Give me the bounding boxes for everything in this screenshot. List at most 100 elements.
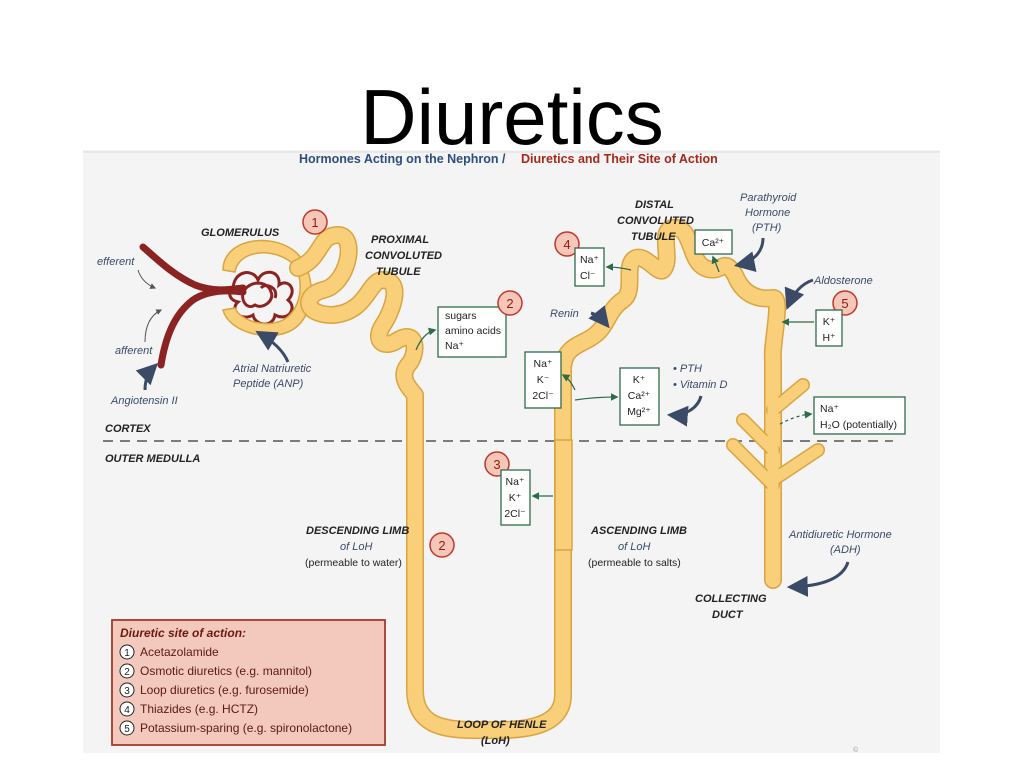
legend-number-circle: [119, 644, 135, 660]
svg-text:2Cl⁻: 2Cl⁻: [504, 508, 526, 520]
legend-text: Loop diuretics (e.g. furosemide): [140, 683, 309, 697]
legend-number-circle: [119, 663, 135, 679]
cd-water-box: [813, 396, 906, 435]
svg-text:Ca²⁺: Ca²⁺: [702, 237, 725, 249]
svg-text:Mg²⁺: Mg²⁺: [627, 406, 651, 418]
descending-limb-label-line2: of LoH: [340, 541, 372, 553]
dct-calcium-box: [619, 367, 660, 426]
ascending-limb-label-line2: of LoH: [618, 541, 650, 553]
adh-label-line2: (ADH): [830, 544, 861, 556]
svg-text:Na⁺: Na⁺: [580, 254, 599, 266]
pth-label-line3: (PTH): [752, 222, 782, 234]
loop-of-henle-label-line1: LOOP OF HENLE: [457, 719, 547, 731]
collecting-duct-label-line2: DUCT: [712, 609, 744, 621]
ascending-limb-label-line1: ASCENDING LIMB: [590, 525, 687, 537]
figure-header-hormones: Hormones Acting on the Nephron /: [299, 152, 506, 166]
glomerulus-label: GLOMERULUS: [201, 227, 280, 239]
descending-limb-label-line1: DESCENDING LIMB: [306, 525, 409, 537]
anp-arrow: [255, 330, 290, 363]
svg-text:Ca²⁺: Ca²⁺: [628, 390, 651, 402]
svg-text:sugars: sugars: [445, 310, 477, 322]
legend-text: Thiazides (e.g. HCTZ): [140, 702, 258, 716]
legend-item: 5 Potassium-sparing (e.g. spironolactone): [119, 720, 352, 736]
aldosterone-label: Aldosterone: [813, 275, 873, 287]
svg-text:Na⁺: Na⁺: [445, 340, 464, 352]
site-2-marker-loop: [429, 532, 455, 558]
vitamin-d-bullet-label: • Vitamin D: [673, 379, 727, 391]
adh-arrow: [786, 561, 850, 597]
aldosterone-arrow: [784, 278, 814, 310]
dct-nacl-box: [574, 247, 605, 287]
loop-transport-box: [500, 469, 531, 526]
efferent-label: efferent: [97, 256, 135, 268]
angiotensin-arrow: [135, 363, 158, 391]
dct-label-line1: DISTAL: [635, 199, 674, 211]
pct-label-line2: CONVOLUTED: [365, 250, 442, 262]
pth-bullet-label: • PTH: [673, 363, 702, 375]
anp-label-line1: Atrial Natriuretic: [232, 363, 312, 375]
pth-label-line1: Parathyroid: [740, 192, 797, 204]
nephron-tubule: [222, 239, 312, 337]
copyright-mark: ©: [853, 746, 859, 753]
legend-text: Potassium-sparing (e.g. spironolactone): [140, 721, 352, 735]
pct-label-line3: TUBULE: [376, 266, 421, 278]
svg-text:1: 1: [311, 215, 318, 230]
adh-label-line1: Antidiuretic Hormone: [788, 529, 892, 541]
pth-calcium-box: [694, 229, 733, 255]
svg-text:amino acids: amino acids: [445, 325, 501, 337]
legend-number: 5: [124, 724, 130, 735]
tubule-fill: [290, 220, 785, 738]
renin-arrow: [588, 305, 610, 329]
afferent-arteriole: [157, 287, 247, 369]
site-1-marker: [302, 209, 328, 235]
svg-text:K⁺: K⁺: [823, 316, 836, 328]
svg-text:Na⁺: Na⁺: [506, 476, 525, 488]
tal-transport-box: [524, 351, 562, 409]
legend-item: 2 Osmotic diuretics (e.g. mannitol): [119, 663, 312, 679]
diuretic-legend: Diuretic site of action:: [111, 619, 386, 746]
pct-label-line1: PROXIMAL: [371, 234, 429, 246]
site-5-marker: [832, 290, 858, 316]
legend-number: 3: [124, 686, 130, 697]
site-2-marker-pct: [497, 290, 523, 316]
svg-text:K⁺: K⁺: [509, 492, 522, 504]
thick-ascending-limb: [554, 439, 573, 551]
svg-text:K⁺: K⁺: [633, 374, 646, 386]
legend-number: 4: [124, 705, 130, 716]
svg-text:Na⁺: Na⁺: [820, 403, 839, 415]
legend-text: Osmotic diuretics (e.g. mannitol): [140, 664, 312, 678]
cortex-label: CORTEX: [105, 423, 151, 435]
svg-text:H₂O (potentially): H₂O (potentially): [820, 419, 897, 431]
descending-limb-label-line3: (permeable to water): [305, 557, 402, 569]
legend-title: Diuretic site of action:: [120, 626, 246, 640]
svg-text:2: 2: [438, 538, 445, 553]
svg-text:3: 3: [493, 457, 500, 472]
outer-medulla-label: OUTER MEDULLA: [105, 453, 200, 465]
anp-label-line2: Peptide (ANP): [233, 378, 304, 390]
ascending-limb-label-line3: (permeable to salts): [588, 557, 681, 569]
pct-reabsorption-box: [437, 306, 507, 358]
slide-title: Diuretics: [360, 73, 664, 161]
renin-label: Renin: [550, 308, 579, 320]
pth-label-line2: Hormone: [745, 207, 790, 219]
angiotensin-label: Angiotensin II: [110, 395, 178, 407]
svg-text:K⁻: K⁻: [537, 374, 550, 386]
legend-text: Acetazolamide: [140, 645, 219, 659]
loop-of-henle-label-line2: (LoH): [481, 735, 510, 747]
figure-header-diuretics: Diuretics and Their Site of Action: [521, 152, 718, 166]
legend-number: 2: [124, 667, 130, 678]
legend-number-circle: [119, 701, 135, 717]
svg-text:5: 5: [841, 296, 848, 311]
legend-item: 4 Thiazides (e.g. HCTZ): [119, 701, 258, 717]
svg-text:4: 4: [563, 237, 570, 252]
pth-arrow: [733, 237, 765, 272]
svg-text:Cl⁻: Cl⁻: [580, 270, 596, 282]
svg-text:H⁺: H⁺: [822, 332, 836, 344]
legend-item: 3 Loop diuretics (e.g. furosemide): [119, 682, 309, 698]
svg-text:2Cl⁻: 2Cl⁻: [532, 390, 554, 402]
svg-text:Na⁺: Na⁺: [534, 358, 553, 370]
afferent-label: afferent: [115, 345, 153, 357]
collecting-duct-label-line1: COLLECTING: [695, 593, 767, 605]
